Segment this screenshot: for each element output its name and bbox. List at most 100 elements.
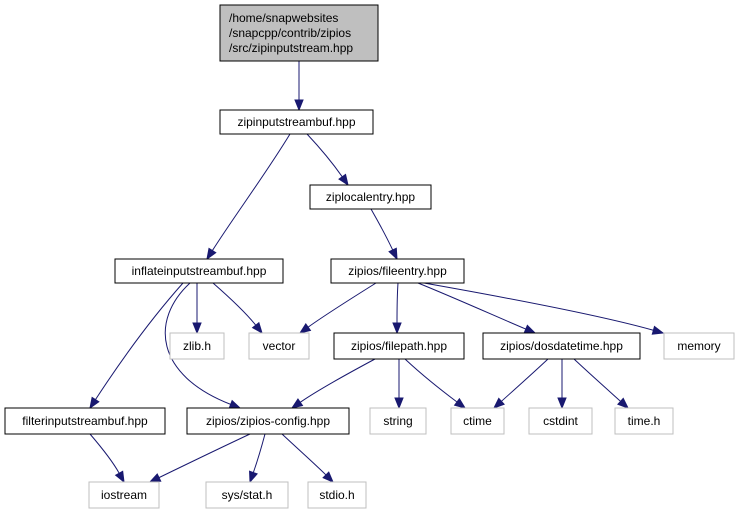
node-box bbox=[333, 332, 465, 360]
node-label: inflateinputstreambuf.hpp bbox=[132, 264, 267, 278]
node-label: filterinputstreambuf.hpp bbox=[22, 414, 148, 428]
node-label: zipios/dosdatetime.hpp bbox=[500, 339, 623, 353]
node-box bbox=[369, 407, 427, 435]
node-label: time.h bbox=[628, 414, 661, 428]
arrowhead bbox=[298, 323, 312, 334]
edge-line bbox=[404, 358, 458, 403]
edge-line bbox=[281, 433, 327, 476]
edge-filepath-to-ctime bbox=[404, 358, 467, 409]
node-box bbox=[663, 332, 735, 360]
node-fileentry[interactable]: zipios/fileentry.hpp bbox=[330, 258, 465, 284]
node-label: cstdint bbox=[543, 414, 578, 428]
arrowhead bbox=[89, 396, 100, 410]
edge-fileentry-to-filepath bbox=[392, 282, 402, 335]
edge-zipinputstreambuf-to-ziplocalentry bbox=[306, 133, 349, 187]
node-iostream: iostream bbox=[88, 481, 160, 509]
node-box bbox=[186, 407, 350, 435]
node-stdio: stdio.h bbox=[307, 481, 367, 509]
edge-root-to-zipinputstreambuf bbox=[294, 61, 304, 112]
edge-inflateinputstreambuf-to-vector bbox=[212, 282, 263, 335]
edge-fileentry-to-vector bbox=[298, 282, 377, 334]
edge-zipinputstreambuf-to-inflateinputstreambuf bbox=[206, 133, 291, 261]
node-box bbox=[330, 258, 465, 284]
edge-inflateinputstreambuf-to-filterinputstreambuf bbox=[89, 282, 184, 410]
node-box bbox=[219, 109, 374, 135]
node-box bbox=[205, 481, 289, 509]
edge-line bbox=[396, 282, 399, 324]
node-root[interactable]: /home/snapwebsites/snapcpp/contrib/zipio… bbox=[219, 4, 379, 62]
arrowhead bbox=[651, 325, 665, 335]
node-ctime: ctime bbox=[450, 407, 505, 435]
edge-line bbox=[417, 282, 526, 330]
node-box bbox=[88, 481, 160, 509]
node-zlib: zlib.h bbox=[169, 332, 225, 360]
edge-dosdatetime-to-cstdint bbox=[557, 359, 567, 410]
node-ziplocalentry[interactable]: ziplocalentry.hpp bbox=[309, 184, 432, 210]
node-sysstat: sys/stat.h bbox=[205, 481, 289, 509]
node-label: ziplocalentry.hpp bbox=[326, 190, 415, 204]
node-zipinputstreambuf[interactable]: zipinputstreambuf.hpp bbox=[219, 109, 374, 135]
node-label: memory bbox=[677, 339, 720, 353]
node-label: stdio.h bbox=[319, 488, 354, 502]
node-box bbox=[307, 481, 367, 509]
edge-line bbox=[299, 358, 376, 403]
edge-fileentry-to-memory bbox=[423, 282, 665, 335]
nodes: /home/snapwebsites/snapcpp/contrib/zipio… bbox=[4, 4, 735, 509]
edge-line bbox=[307, 282, 377, 328]
node-label: sys/stat.h bbox=[222, 488, 273, 502]
node-label: string bbox=[383, 414, 412, 428]
edge-zipiosconfig-to-iostream bbox=[148, 433, 251, 483]
edge-line bbox=[423, 282, 654, 331]
node-label: ctime bbox=[463, 414, 492, 428]
node-zipiosconfig[interactable]: zipios/zipios-config.hpp bbox=[186, 407, 350, 435]
edge-line bbox=[158, 433, 251, 479]
edge-dosdatetime-to-timeh bbox=[573, 358, 630, 409]
edge-ziplocalentry-to-fileentry bbox=[370, 208, 398, 261]
edge-filterinputstreambuf-to-iostream bbox=[89, 433, 125, 484]
node-inflateinputstreambuf[interactable]: inflateinputstreambuf.hpp bbox=[114, 258, 284, 284]
node-dosdatetime[interactable]: zipios/dosdatetime.hpp bbox=[482, 332, 641, 360]
node-filepath[interactable]: zipios/filepath.hpp bbox=[333, 332, 465, 360]
edges bbox=[89, 61, 665, 484]
node-label: /home/snapwebsites bbox=[229, 11, 338, 25]
node-box bbox=[114, 258, 284, 284]
arrowhead bbox=[206, 247, 217, 261]
node-box bbox=[248, 332, 310, 360]
node-box bbox=[309, 184, 432, 210]
edge-line bbox=[212, 282, 257, 326]
node-label: zipios/fileentry.hpp bbox=[348, 264, 447, 278]
edge-line bbox=[306, 133, 343, 178]
edge-line bbox=[370, 208, 394, 251]
node-timeh: time.h bbox=[614, 407, 674, 435]
arrowhead bbox=[294, 99, 304, 112]
edge-line bbox=[95, 282, 184, 400]
node-label: zipios/zipios-config.hpp bbox=[206, 414, 330, 428]
edge-line bbox=[164, 282, 231, 405]
arrowhead bbox=[249, 470, 258, 484]
arrowhead bbox=[557, 397, 567, 410]
node-vector: vector bbox=[248, 332, 310, 360]
edge-line bbox=[89, 433, 120, 474]
node-filterinputstreambuf[interactable]: filterinputstreambuf.hpp bbox=[4, 407, 166, 435]
arrowhead bbox=[392, 322, 402, 335]
arrowhead bbox=[114, 470, 125, 484]
edge-fileentry-to-dosdatetime bbox=[417, 282, 537, 334]
node-label: iostream bbox=[101, 488, 147, 502]
edge-line bbox=[211, 133, 291, 251]
node-box bbox=[4, 407, 166, 435]
edge-line bbox=[573, 358, 621, 402]
node-box bbox=[169, 332, 225, 360]
edge-filepath-to-string bbox=[394, 358, 404, 410]
arrowhead bbox=[492, 397, 505, 409]
node-box bbox=[450, 407, 505, 435]
edge-filepath-to-zipiosconfig bbox=[290, 358, 376, 409]
arrowhead bbox=[192, 322, 202, 335]
node-box bbox=[528, 407, 593, 435]
node-memory: memory bbox=[663, 332, 735, 360]
arrowhead bbox=[290, 398, 304, 409]
arrowhead bbox=[388, 247, 398, 261]
edge-zipiosconfig-to-stdio bbox=[281, 433, 334, 483]
edge-inflateinputstreambuf-to-zlib bbox=[192, 283, 202, 335]
node-string: string bbox=[369, 407, 427, 435]
